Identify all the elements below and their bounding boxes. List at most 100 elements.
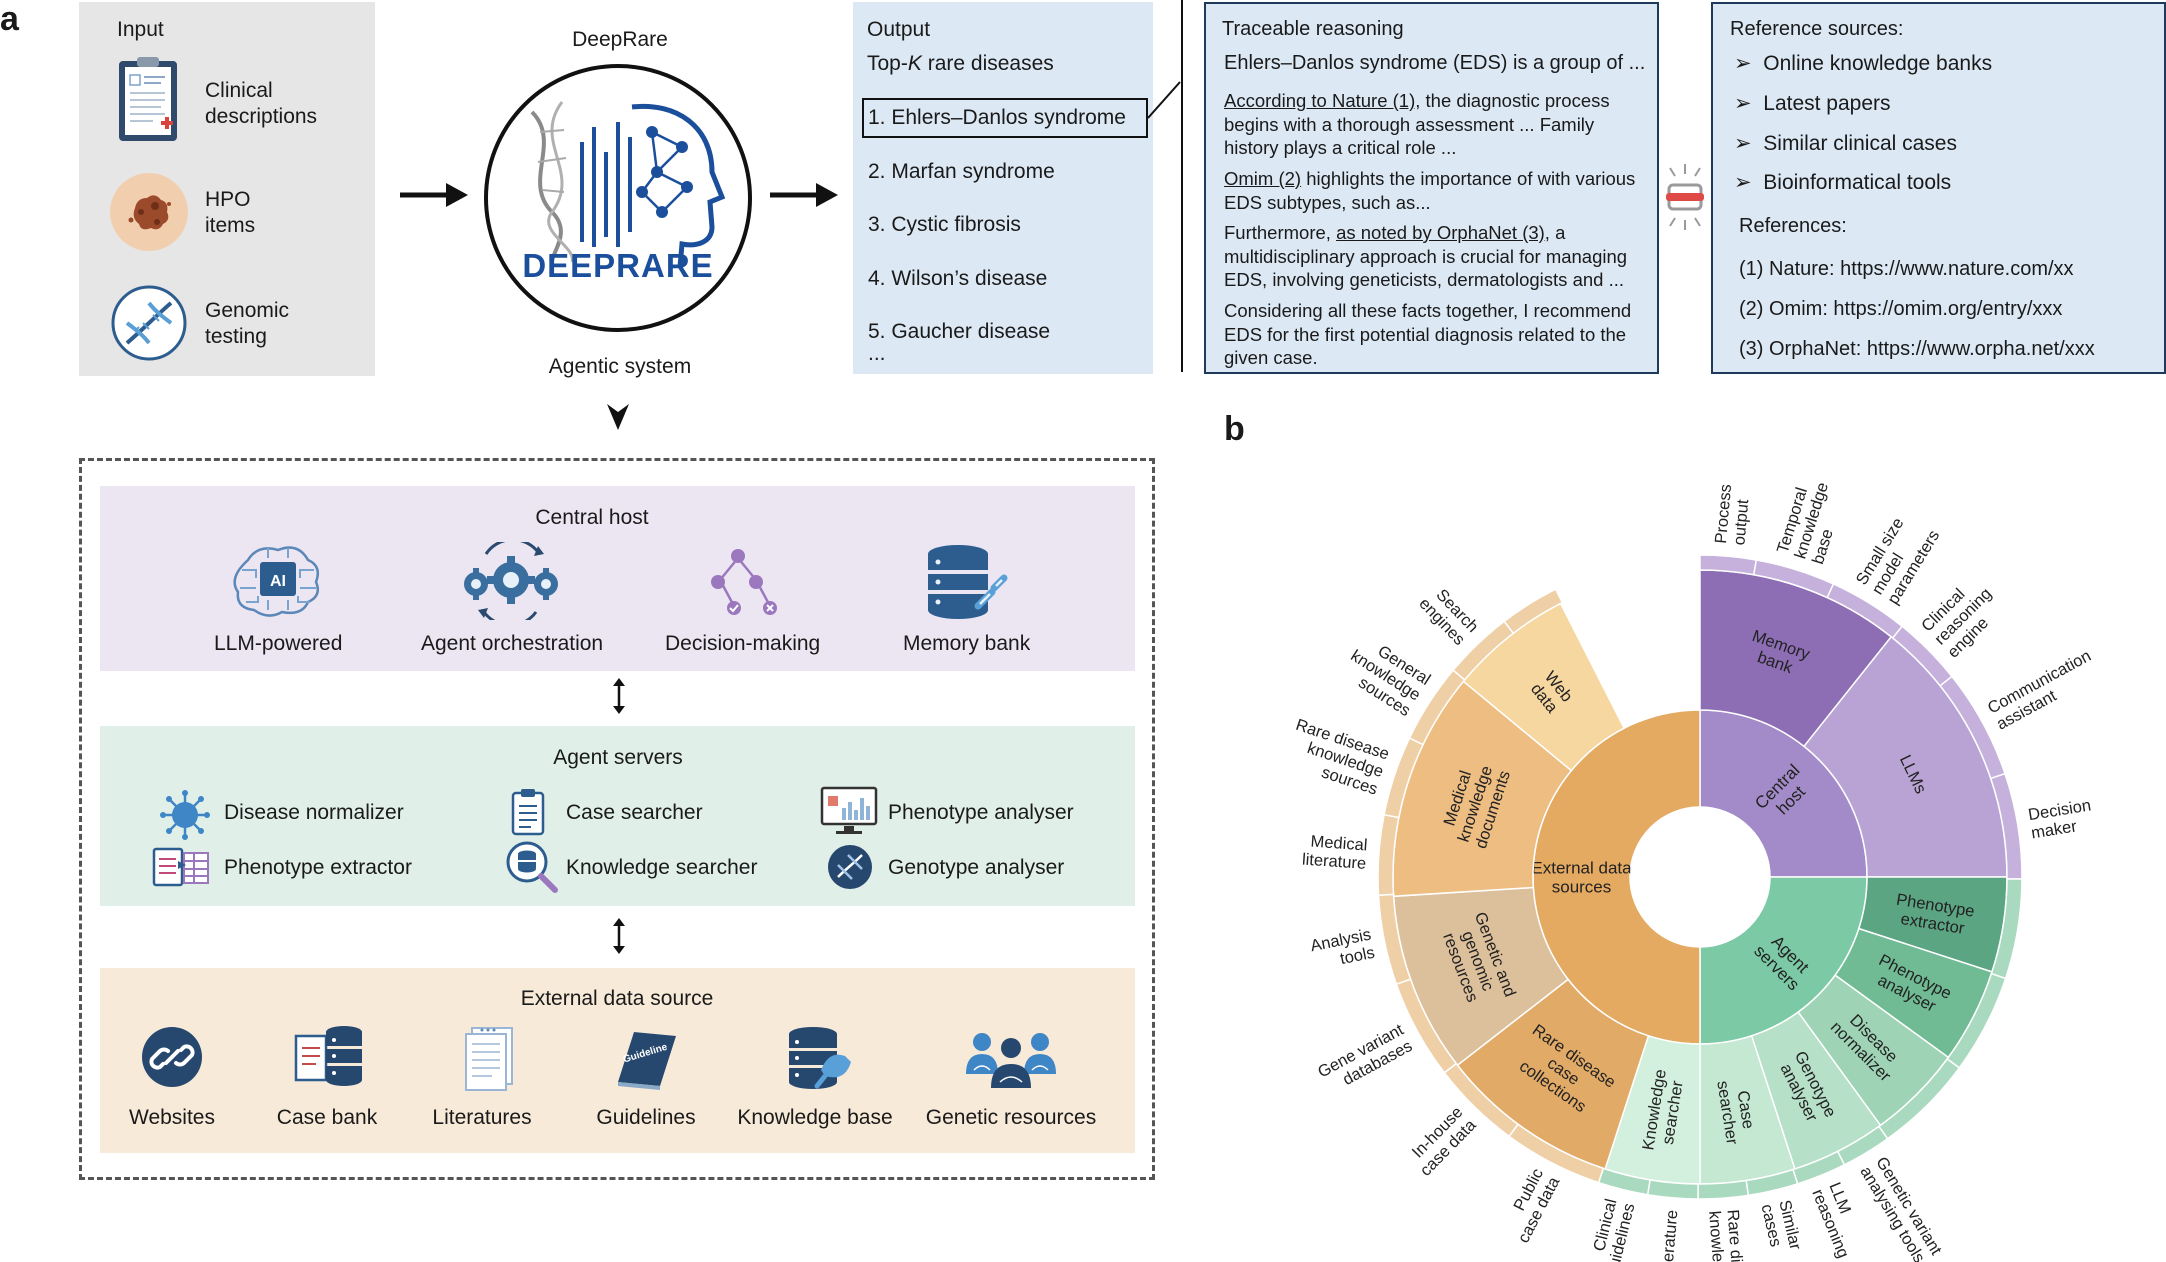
source-item: ➢ Similar clinical cases xyxy=(1734,132,1957,155)
central-host-item: Memory bank xyxy=(903,632,1031,655)
gears-icon xyxy=(464,542,558,620)
decision-tree-icon xyxy=(711,549,777,615)
reasoning-title: Traceable reasoning xyxy=(1222,18,1404,40)
refs-title: References: xyxy=(1739,215,1847,237)
external-data-item: Knowledge base xyxy=(737,1106,893,1129)
guideline-book-icon: Guideline xyxy=(618,1032,676,1090)
system-top-label: DeepRare xyxy=(572,28,668,51)
outer-label-llm-reasoning: LLMreasoning xyxy=(1808,1180,1869,1261)
agent-server-item: Phenotype analyser xyxy=(888,801,1074,824)
literature-icon xyxy=(465,1027,513,1091)
phenotype-monitor-icon xyxy=(820,786,878,834)
bidirectional-arrow-icon xyxy=(613,918,625,954)
arrow-right-icon xyxy=(400,183,468,207)
outer-label-analysis-tools: Analysistools xyxy=(1309,926,1376,974)
outer-label-clinical-reasoning-engine: Clinicalreasoningengine xyxy=(1918,572,2008,662)
disease-item: 1. Ehlers–Danlos syndrome xyxy=(868,106,1126,129)
architecture-container xyxy=(79,458,1155,1180)
outer-label-communication-assistant: Communicationassistant xyxy=(1985,647,2103,734)
agent-server-item: Disease normalizer xyxy=(224,801,404,824)
outer-label-process-output: Processoutput xyxy=(1712,483,1754,546)
outer-label-clinical-guidelines: Clinicalguidelines xyxy=(1585,1197,1638,1262)
disease-item: 3. Cystic fibrosis xyxy=(868,213,1021,236)
reasoning-paragraph: Omim (2) highlights the importance of wi… xyxy=(1224,168,1636,213)
phenotype-extractor-icon xyxy=(152,847,209,887)
virus-icon xyxy=(160,790,210,840)
reasoning-paragraph: Considering all these facts together, I … xyxy=(1224,300,1632,368)
deeprare-logo: DEEPRARE xyxy=(484,64,752,332)
outer-label-similar-cases: Similarcases xyxy=(1757,1198,1804,1256)
reasoning-headline: Ehlers–Danlos syndrome (EDS) is a group … xyxy=(1224,52,1646,74)
disease-item: 2. Marfan syndrome xyxy=(868,160,1055,183)
outer-label-gene-variant-databases: Gene variantdatabases xyxy=(1315,1021,1416,1098)
outer-label-literature: Literature xyxy=(1658,1209,1682,1262)
connector-line xyxy=(1148,0,1183,372)
reasoning-paragraph: Furthermore, as noted by OrphaNet (3), a… xyxy=(1224,222,1628,290)
external-data-item: Websites xyxy=(129,1106,215,1129)
disease-item: 4. Wilson’s disease xyxy=(868,267,1048,290)
outer-label-small-size-model-parameters: Small sizemodelparameters xyxy=(1853,508,1944,608)
external-data-panel xyxy=(100,968,1135,1153)
disease-ellipsis: ... xyxy=(868,342,886,365)
input-title: Input xyxy=(117,18,164,41)
case-bank-icon xyxy=(294,1026,362,1086)
output-subtitle: Top-K rare diseases xyxy=(867,52,1054,75)
agent-server-item: Phenotype extractor xyxy=(224,856,412,879)
clipboard-icon xyxy=(119,57,177,141)
outer-label-rare-disease-knowledge-sources: Rare diseaseknowledgesources xyxy=(1282,716,1392,799)
system-bottom-label: Agentic system xyxy=(548,355,692,378)
external-data-item: Guidelines xyxy=(596,1106,696,1129)
genetic-resources-icon xyxy=(966,1033,1056,1088)
outer-label-rare-disease-knowledge: Rare diseaseknowledge xyxy=(1705,1209,1748,1262)
central-host-item: Decision-making xyxy=(665,632,821,655)
outer-segment-rare-disease-knowledge xyxy=(1697,1179,1750,1200)
top-disease-highlight[interactable] xyxy=(862,98,1148,138)
ref-link[interactable]: (1) Nature: https://www.nature.com/xx xyxy=(1739,258,2074,280)
genotype-dna-icon xyxy=(828,845,872,889)
outer-label-public-case-data: Publiccase data xyxy=(1498,1165,1564,1246)
external-data-title: External data source xyxy=(520,987,714,1010)
database-link-icon xyxy=(928,545,1008,619)
outer-label-decision-maker: Decisionmaker xyxy=(2027,796,2095,842)
references-box xyxy=(1711,2,2166,374)
central-host-item: Agent orchestration xyxy=(421,632,604,655)
ref-link[interactable]: (2) Omim: https://omim.org/entry/xxx xyxy=(1739,298,2063,320)
reasoning-paragraph: According to Nature (1), the diagnostic … xyxy=(1224,90,1610,158)
hpo-blob-icon xyxy=(110,173,188,251)
external-data-item: Literatures xyxy=(432,1106,532,1129)
outer-label-genetic-variant-analysing-tools: Genetic variantanalysing tools xyxy=(1856,1154,1945,1262)
agent-server-item: Knowledge searcher xyxy=(566,856,758,879)
outer-label-general-knowledge-sources: Generalknowledgesources xyxy=(1337,631,1433,720)
output-box xyxy=(853,2,1153,374)
agent-servers-panel xyxy=(100,726,1135,906)
output-title: Output xyxy=(867,18,931,41)
source-item: ➢ Latest papers xyxy=(1734,92,1891,115)
source-item: ➢ Online knowledge banks xyxy=(1734,52,1993,75)
outer-label-search-engines: Searchengines xyxy=(1415,582,1481,649)
ref-link[interactable]: (3) OrphaNet: https://www.orpha.net/xxx xyxy=(1739,338,2095,360)
panel-b-letter: b xyxy=(1224,410,1245,448)
case-list-icon xyxy=(511,789,545,836)
references-title: Reference sources: xyxy=(1730,18,1904,40)
dna-icon xyxy=(111,285,187,361)
arrow-right-icon xyxy=(770,183,838,207)
panel-a-letter: a xyxy=(0,0,19,38)
source-item: ➢ Bioinformatical tools xyxy=(1734,171,1952,194)
agent-servers-title: Agent servers xyxy=(553,746,683,769)
website-link-icon xyxy=(142,1027,202,1087)
disease-item: 5. Gaucher disease xyxy=(868,320,1051,343)
outer-label-in-house-case-data: In-housecase data xyxy=(1403,1103,1480,1180)
central-host-title: Central host xyxy=(535,506,649,529)
central-host-item: LLM-powered xyxy=(214,632,343,655)
logo-text: DEEPRARE xyxy=(522,247,713,284)
outer-label-medical-literature: Medicalliterature xyxy=(1301,832,1368,873)
agent-server-item: Case searcher xyxy=(566,801,703,824)
ai-badge-text: AI xyxy=(270,573,286,590)
knowledge-search-icon xyxy=(506,841,558,893)
arrow-down-icon xyxy=(607,404,629,430)
knowledge-base-icon xyxy=(789,1027,851,1089)
